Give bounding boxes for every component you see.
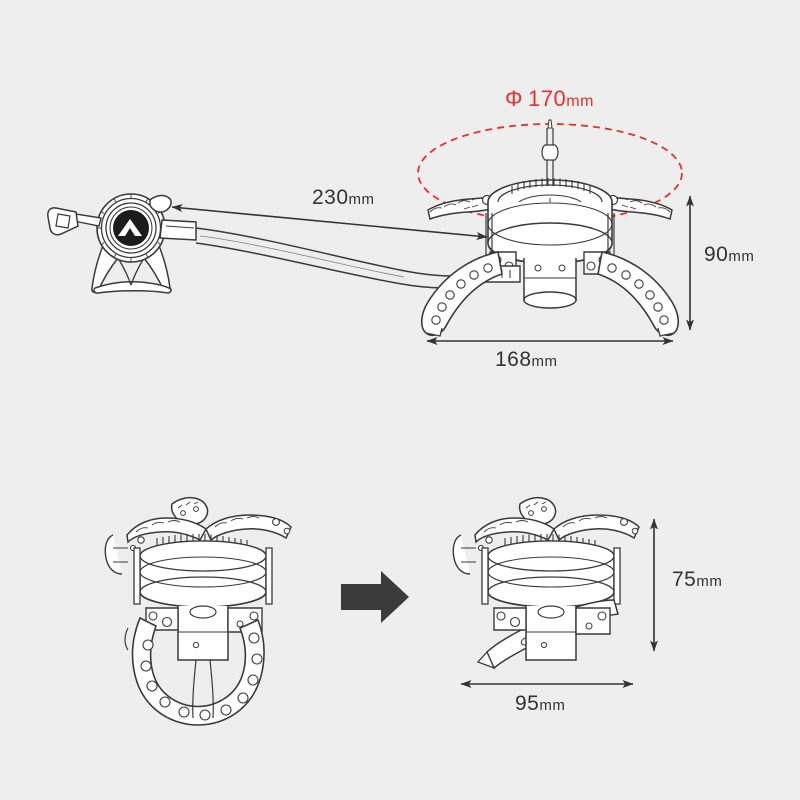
hose-length-unit: mm — [348, 191, 375, 208]
diameter-value: 170 — [528, 86, 567, 111]
stove-width-value: 168 — [495, 348, 532, 371]
fold-transform-arrow — [341, 571, 409, 623]
folded-height-unit: mm — [696, 573, 723, 590]
piezo-igniter-electrode — [541, 119, 559, 186]
folded-width-unit: mm — [539, 697, 566, 714]
valve-tripod-base — [91, 241, 172, 294]
folded-stove-view-left — [104, 496, 292, 726]
dimension-label-stove-width: 168mm — [495, 348, 558, 372]
dimension-label-hose-length: 230mm — [312, 186, 375, 210]
dimension-label-diameter-170: Φ 170mm — [505, 86, 594, 112]
dimension-label-folded-height: 75mm — [672, 568, 722, 592]
diameter-symbol: Φ — [505, 86, 524, 111]
stove-height-value: 90 — [704, 243, 729, 266]
burner-head-open — [420, 119, 680, 337]
hose-length-value: 230 — [312, 186, 349, 209]
stove-height-unit: mm — [728, 248, 755, 265]
stove-leg-left — [420, 251, 503, 337]
brand-logo-icon — [113, 210, 149, 246]
folded-stove-view-right — [452, 496, 640, 670]
dimension-arrow-230 — [171, 204, 488, 240]
folded-width-value: 95 — [515, 692, 540, 715]
dimension-label-folded-width: 95mm — [515, 692, 565, 716]
diameter-unit: mm — [566, 93, 594, 110]
folded-height-value: 75 — [672, 568, 697, 591]
stove-leg-right — [597, 251, 680, 337]
dimension-label-stove-height: 90mm — [704, 243, 754, 267]
stove-width-unit: mm — [531, 353, 558, 370]
